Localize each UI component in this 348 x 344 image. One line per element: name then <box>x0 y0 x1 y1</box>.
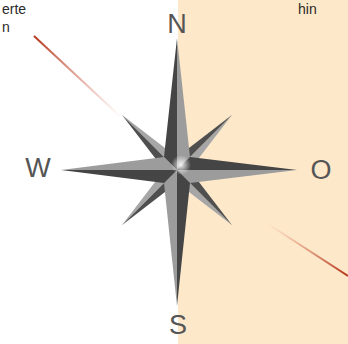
star-arm <box>164 170 177 306</box>
direction-letter: S <box>169 310 187 340</box>
direction-letter: N <box>167 9 187 39</box>
star-arm <box>177 170 190 306</box>
pointer-line <box>34 36 122 118</box>
star-arm <box>164 38 177 170</box>
star-arm <box>177 170 297 183</box>
star-arm <box>61 170 177 183</box>
star-arm <box>61 157 177 170</box>
star-arm <box>177 157 297 170</box>
direction-letter: W <box>25 153 50 183</box>
beige-region <box>178 0 348 344</box>
cut-off-text: hin <box>298 1 317 17</box>
cut-off-text: erte <box>2 1 26 17</box>
cut-off-text: n <box>2 19 10 35</box>
star-arm <box>177 38 190 170</box>
center-highlight <box>171 155 191 175</box>
direction-letter: O <box>310 155 331 185</box>
compass-rose <box>61 38 297 306</box>
pointer-line <box>268 224 348 276</box>
